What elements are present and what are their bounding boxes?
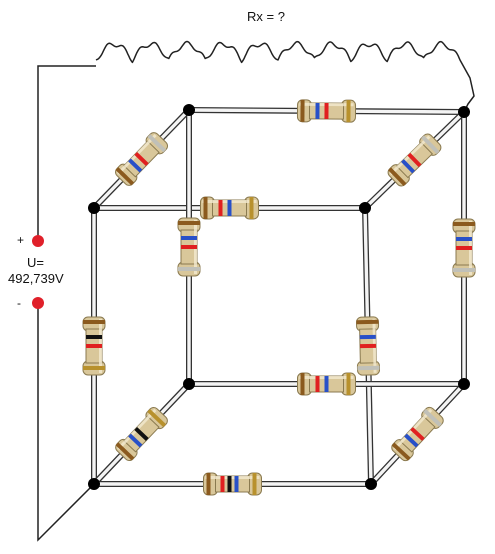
color-band (134, 151, 149, 167)
resistors (82, 99, 476, 496)
resistor-highlight (205, 476, 260, 479)
resistor (452, 218, 476, 278)
negative-wire (37, 303, 95, 542)
resistor (82, 316, 106, 376)
color-band (147, 409, 167, 428)
junction-node (88, 478, 100, 490)
color-band (456, 237, 472, 241)
color-band (410, 427, 425, 441)
color-band (181, 245, 197, 249)
color-band (249, 197, 254, 219)
color-band (218, 200, 223, 216)
color-band (147, 134, 167, 153)
resistor (177, 217, 201, 277)
positive-terminal (32, 235, 44, 247)
color-band (421, 135, 440, 154)
color-band (388, 167, 407, 186)
resistor (200, 196, 259, 220)
color-band (178, 267, 200, 271)
voltage-label: U= (27, 255, 44, 270)
resistor (355, 316, 381, 376)
color-band (227, 476, 232, 492)
resistor (296, 99, 357, 123)
color-band (86, 335, 102, 339)
color-band (83, 320, 105, 324)
color-band (86, 344, 102, 348)
color-band (300, 373, 305, 395)
color-band (315, 376, 320, 392)
color-band (206, 473, 211, 495)
color-band (404, 433, 419, 448)
color-band (346, 100, 351, 123)
color-band (346, 373, 351, 395)
color-band (115, 442, 135, 461)
junction-node (183, 378, 195, 390)
negative-terminal (32, 297, 44, 309)
color-band (300, 99, 305, 122)
junction-node (365, 478, 377, 490)
junction-nodes (88, 104, 470, 490)
color-band (234, 476, 239, 492)
color-band (391, 442, 411, 461)
color-band (324, 102, 329, 120)
source-terminals (32, 235, 44, 309)
resistor (114, 132, 169, 186)
positive-wire (37, 65, 96, 240)
color-band (453, 268, 475, 272)
unknown-resistance-wire (95, 40, 475, 113)
color-band (252, 473, 257, 495)
color-band (359, 343, 377, 349)
color-band (128, 158, 143, 173)
color-band (128, 433, 143, 448)
junction-node (183, 104, 195, 116)
color-band (315, 102, 320, 119)
color-band (115, 167, 135, 186)
junction-node (88, 202, 100, 214)
unknown-resistance-label: Rx = ? (247, 9, 285, 24)
color-band (359, 334, 376, 340)
color-band (83, 366, 105, 370)
color-band (423, 408, 442, 427)
negative-terminal-label: - (17, 296, 21, 310)
positive-terminal-label: + (17, 233, 25, 247)
color-band (324, 376, 329, 392)
color-band (356, 319, 379, 325)
resistor (115, 406, 168, 462)
resistor (297, 372, 356, 396)
color-band (134, 427, 149, 441)
color-band (453, 222, 475, 226)
junction-node (359, 202, 371, 214)
color-band (407, 152, 422, 168)
resistor (387, 133, 442, 187)
color-band (203, 197, 208, 219)
resistor (203, 472, 262, 496)
color-band (357, 365, 380, 371)
color-band (227, 200, 232, 216)
color-band (178, 221, 200, 225)
resistor (391, 406, 444, 462)
source-wires (37, 40, 475, 542)
junction-node (458, 378, 470, 390)
junction-node (458, 106, 470, 118)
voltage-value: 492,739V (8, 271, 64, 286)
color-band (456, 246, 472, 250)
color-band (220, 476, 225, 492)
color-band (181, 236, 197, 240)
color-band (401, 159, 416, 174)
